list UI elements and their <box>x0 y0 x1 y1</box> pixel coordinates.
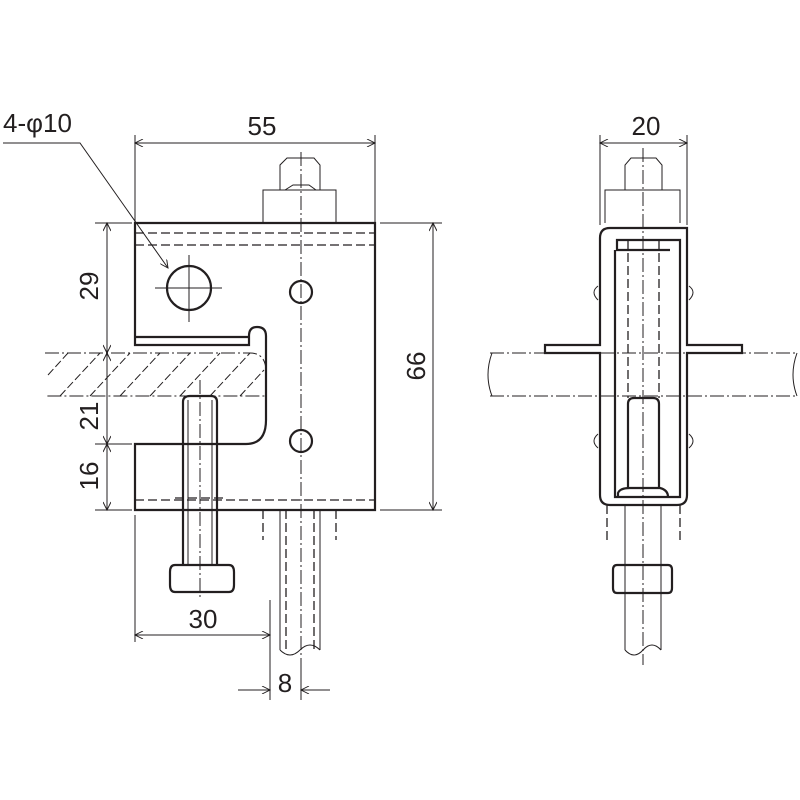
dim-bolt-offset: 30 <box>189 604 218 634</box>
side-view: 20 <box>487 111 798 665</box>
hanger-rod <box>262 510 337 656</box>
dim-lower-jaw: 16 <box>74 462 104 491</box>
beam-outline <box>490 352 795 397</box>
dim-width: 55 <box>248 111 277 141</box>
dim-depth: 20 <box>632 111 661 141</box>
dim-flange-gap: 21 <box>74 402 104 431</box>
front-view: 55 66 29 21 16 30 8 4-φ10 <box>3 108 442 700</box>
hole-callout: 4-φ10 <box>3 108 72 138</box>
bolt-head <box>168 563 236 594</box>
beam-flange-section <box>45 352 267 397</box>
top-nut <box>262 157 337 223</box>
channel-outer <box>543 226 744 507</box>
clamp-body <box>133 221 377 512</box>
channel-inner <box>613 238 682 499</box>
dim-upper-jaw: 29 <box>74 272 104 301</box>
dim-rod-gap: 8 <box>278 668 292 698</box>
leader-line <box>3 142 168 268</box>
side-bolt-head <box>611 563 674 595</box>
set-bolt <box>168 380 236 600</box>
dim-height: 66 <box>401 352 431 381</box>
